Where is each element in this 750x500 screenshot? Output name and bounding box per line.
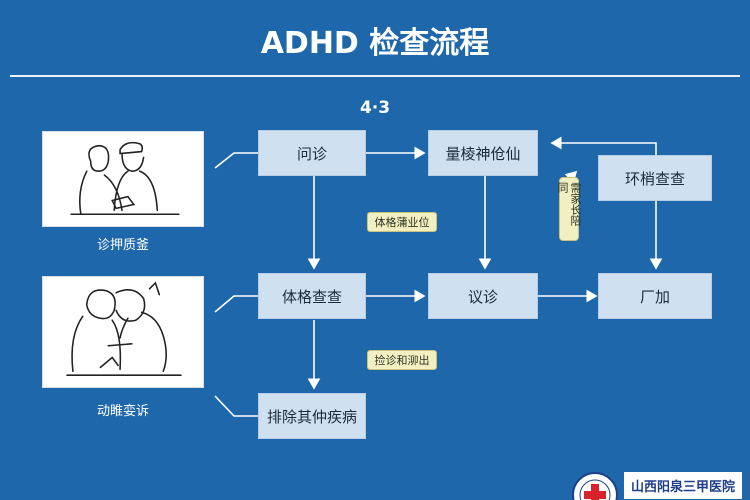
connector-illus2-to-physical (214, 295, 258, 313)
consult-note: 捡诊和泖出 (367, 350, 437, 370)
inquiry-step: 问诊 (258, 130, 366, 176)
environment-check-step: 环梢查查 (598, 155, 712, 201)
exclude-other-step: 排除其仲疾病 (258, 393, 366, 439)
evaluation-step: 量棱神伧仙 (428, 130, 538, 176)
section-label: 4·3 (359, 98, 391, 118)
hospital-name: 山西阳泉三甲医院 (623, 471, 742, 499)
connector-illus2-to-exclude (214, 395, 258, 417)
physical-note: 体格蒲业位 (367, 212, 437, 232)
illustration-caption-2: 动睢娈诉 (96, 404, 149, 419)
consultation-icon (66, 281, 182, 376)
consultation-step: 议诊 (428, 273, 538, 319)
result-step: 厂加 (598, 273, 712, 319)
illustration-caption-1: 诊押质釜 (96, 238, 149, 253)
footer: 山西阳泉三甲医院 (571, 471, 742, 500)
doctor-interview-icon (70, 141, 180, 216)
hospital-logo-icon (571, 472, 618, 500)
consultation-illustration (42, 276, 204, 388)
connector-illus1-to-inquiry (214, 152, 258, 169)
page-title: ADHD 检查流程 (260, 26, 490, 61)
title-divider (10, 75, 740, 77)
parent-note: 需家长陪同 (556, 177, 582, 241)
doctor-interview-illustration (42, 131, 204, 227)
physical-exam-step: 体格查查 (258, 273, 366, 319)
arrow-environment-to-evaluation (550, 136, 657, 155)
